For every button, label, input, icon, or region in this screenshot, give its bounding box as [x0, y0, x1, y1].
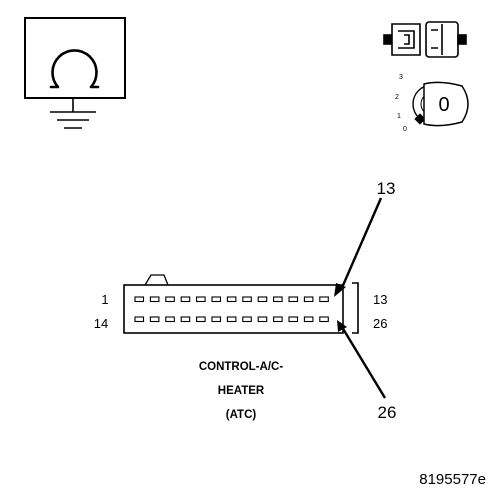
- pin-cavity-9: [257, 296, 268, 303]
- connector-face: [123, 274, 359, 334]
- pin-cavity-15: [149, 316, 160, 323]
- pin-cavity-2: [149, 296, 160, 303]
- connector-latch: [144, 274, 169, 286]
- pin-cavity-13: [319, 296, 329, 303]
- figure-id: 8195577e: [419, 471, 486, 488]
- key-position-2: 2: [395, 94, 399, 101]
- pin-label-row2-left: 14: [94, 316, 108, 331]
- callout-arrow-top: [334, 197, 383, 297]
- pin-label-row2-right: 26: [373, 316, 387, 331]
- pin-label-row1-right: 13: [373, 292, 387, 307]
- pin-cavity-18: [196, 316, 206, 323]
- pin-cavity-26: [319, 316, 329, 323]
- callout-label-bottom: 26: [378, 403, 397, 422]
- key-position-label: 0: [438, 94, 449, 116]
- pin-cavity-17: [180, 316, 191, 323]
- pin-cavity-1: [134, 296, 145, 303]
- connector-name-line-3: (ATC): [226, 409, 257, 421]
- ohmmeter-symbol: [24, 17, 126, 129]
- ignition-key-head: [423, 81, 469, 127]
- callout-label-top: 13: [377, 179, 396, 198]
- pin-cavity-12: [303, 296, 314, 303]
- key-position-1: 1: [397, 113, 401, 120]
- pin-row-1: [134, 296, 329, 303]
- ground-icon: [50, 98, 96, 129]
- pin-cavity-16: [165, 316, 175, 323]
- pin-cavity-22: [257, 316, 268, 323]
- pin-cavity-11: [288, 296, 299, 303]
- pin-cavity-24: [288, 316, 299, 323]
- pin-cavity-4: [180, 296, 191, 303]
- connector-name-line-1: CONTROL-A/C-: [199, 361, 283, 373]
- pin-cavity-5: [196, 296, 206, 303]
- pin-label-row1-left: 1: [101, 292, 108, 307]
- pin-row-2: [134, 316, 329, 323]
- pin-cavity-21: [242, 316, 252, 323]
- connector-body: [123, 284, 344, 334]
- ignition-key-icon: 0 3 2 1 0: [395, 74, 469, 133]
- connector-name-line-2: HEATER: [218, 385, 265, 397]
- pin-cavity-19: [211, 316, 222, 323]
- pin-cavity-3: [165, 296, 175, 303]
- ohmmeter-box: [24, 17, 126, 99]
- pin-cavity-20: [226, 316, 237, 323]
- connector-bracket: [352, 282, 359, 334]
- key-position-3: 3: [399, 74, 403, 81]
- key-position-0: 0: [403, 126, 407, 133]
- pin-cavity-7: [226, 296, 237, 303]
- ohm-icon: [49, 49, 100, 89]
- pin-cavity-23: [273, 316, 283, 323]
- pin-cavity-14: [134, 316, 145, 323]
- pin-cavity-10: [273, 296, 283, 303]
- disconnected-connector-icon: [383, 21, 467, 58]
- pin-cavity-6: [211, 296, 222, 303]
- callout-arrow-bottom: [337, 320, 387, 399]
- pin-cavity-25: [303, 316, 314, 323]
- pin-cavity-8: [242, 296, 252, 303]
